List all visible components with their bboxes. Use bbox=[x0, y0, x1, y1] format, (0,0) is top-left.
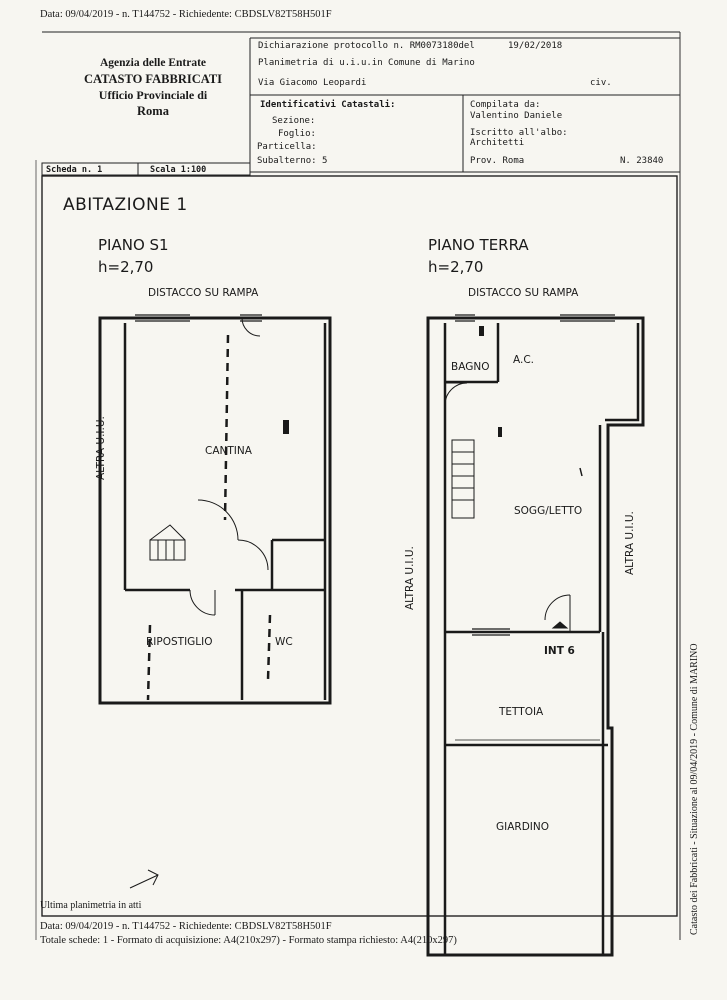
room-cantina: CANTINA bbox=[205, 445, 252, 457]
agency-line-2: CATASTO FABBRICATI bbox=[83, 72, 223, 86]
registration-number: N. 23840 bbox=[620, 156, 664, 166]
room-bagno: BAGNO bbox=[451, 361, 490, 373]
agency-line-1: Agenzia delle Entrate bbox=[99, 57, 207, 69]
sezione-label: Sezione: bbox=[272, 116, 316, 126]
floorplan-municipality: Planimetria di u.i.u.in Comune di Marino bbox=[258, 58, 475, 68]
floor-ground-name: PIANO TERRA bbox=[428, 236, 529, 254]
room-ripostiglio: RIPOSTIGLIO bbox=[146, 636, 213, 648]
agency-block: Agenzia delle Entrate CATASTO FABBRICATI… bbox=[58, 55, 248, 119]
rampa-label-left: DISTACCO SU RAMPA bbox=[148, 287, 259, 299]
foglio-label: Foglio: bbox=[278, 129, 316, 139]
footer-note: Ultima planimetria in atti bbox=[40, 900, 142, 911]
subalterno-label: Subalterno: 5 bbox=[257, 156, 328, 166]
rampa-label-right: DISTACCO SU RAMPA bbox=[468, 287, 579, 299]
declaration-protocol: Dichiarazione protocollo n. RM0073180del bbox=[258, 41, 475, 51]
agency-line-4: Roma bbox=[137, 104, 169, 118]
top-meta-line: Data: 09/04/2019 - n. T144752 - Richiede… bbox=[40, 9, 332, 20]
altra-uiu-middle: ALTRA U.I.U. bbox=[404, 546, 416, 610]
compiled-by-label: Compilata da: bbox=[470, 100, 541, 110]
plan-title: ABITAZIONE 1 bbox=[63, 195, 188, 215]
declaration-date: 19/02/2018 bbox=[508, 41, 563, 51]
altra-uiu-right: ALTRA U.I.U. bbox=[624, 511, 636, 575]
compiled-by-name: Valentino Daniele bbox=[470, 111, 563, 121]
room-ac: A.C. bbox=[513, 354, 535, 366]
scale: Scala 1:100 bbox=[150, 165, 207, 175]
floor-ground-height: h=2,70 bbox=[428, 258, 484, 276]
footer-meta-line: Data: 09/04/2019 - n. T144752 - Richiede… bbox=[40, 921, 332, 932]
room-tettoia: TETTOIA bbox=[499, 706, 544, 718]
address: Via Giacomo Leopardi bbox=[258, 78, 367, 88]
altra-uiu-left: ALTRA U.I.U. bbox=[95, 416, 107, 480]
floor-s1-name: PIANO S1 bbox=[98, 236, 169, 254]
civ-label: civ. bbox=[590, 78, 612, 88]
floor-s1-height: h=2,70 bbox=[98, 258, 154, 276]
room-wc: WC bbox=[275, 636, 293, 648]
particella-label: Particella: bbox=[257, 142, 317, 152]
side-stamp: Catasto dei Fabbricati - Situazione al 0… bbox=[689, 643, 700, 935]
sheet-number: Scheda n. 1 bbox=[46, 165, 103, 175]
province: Prov. Roma bbox=[470, 156, 525, 166]
identifiers-title: Identificativi Catastali: bbox=[260, 100, 396, 110]
room-giardino: GIARDINO bbox=[496, 821, 550, 833]
registered-label: Iscritto all'albo: bbox=[470, 128, 568, 138]
room-sogg-letto: SOGG/LETTO bbox=[514, 505, 583, 517]
agency-line-3: Ufficio Provinciale di bbox=[98, 88, 208, 102]
footer-formats-line: Totale schede: 1 - Formato di acquisizio… bbox=[40, 935, 457, 946]
registered-value: Architetti bbox=[470, 138, 525, 148]
label-int6: INT 6 bbox=[544, 645, 575, 657]
